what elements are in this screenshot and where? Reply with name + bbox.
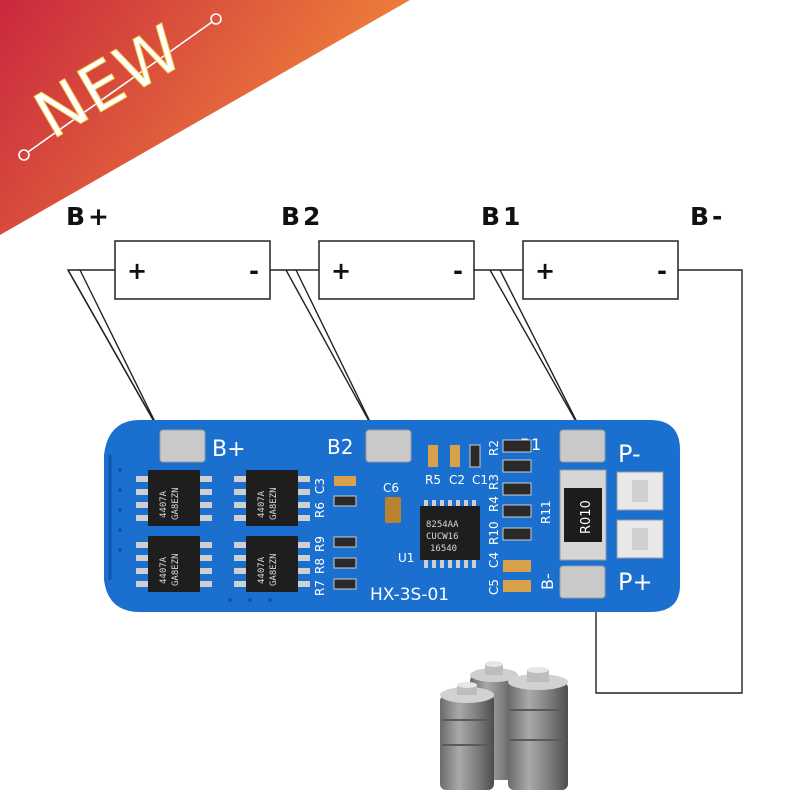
cell-1-plus: +	[127, 257, 147, 285]
protection-ic: 8254AA CUCW16 16540	[420, 500, 480, 568]
cell-3-plus: +	[535, 257, 555, 285]
silk-p-minus: P-	[618, 440, 641, 468]
wire-b-minus	[595, 269, 743, 694]
pad-b1	[559, 429, 606, 463]
pad-b-plus	[159, 429, 206, 463]
cell-1-minus: -	[249, 257, 259, 285]
node-label-b-plus: B+	[66, 202, 112, 231]
silk-b-plus: B+	[212, 437, 246, 462]
wire-b2-down	[285, 269, 376, 433]
mosfet-1	[148, 470, 200, 526]
mosfet-4-line1: 4407A	[257, 556, 267, 584]
mosfet-1-line2: GA8EZN	[171, 487, 181, 520]
smd-parts	[333, 439, 532, 592]
ref-c5: C5	[487, 579, 501, 595]
wire-b-plus-left	[79, 269, 161, 433]
ref-r4: R4	[487, 496, 501, 512]
ref-r8: R8	[313, 558, 327, 574]
wire-b2-diag	[295, 269, 376, 433]
board-vias	[118, 468, 272, 602]
cell-3-minus: -	[657, 257, 667, 285]
ref-u1: U1	[398, 551, 414, 565]
ref-r9: R9	[313, 536, 327, 552]
wiring	[66, 269, 743, 694]
ref-c1: C1	[472, 473, 488, 487]
battery-cell-3: + -	[522, 240, 679, 300]
silk-p-plus: P+	[618, 568, 653, 596]
ic-line-3: 16540	[430, 544, 457, 554]
pad-b2	[365, 429, 412, 463]
ic-line-1: 8254AA	[426, 520, 459, 530]
ic-line-2: CUCW16	[426, 532, 459, 542]
battery-stack-icon	[440, 661, 568, 790]
node-label-b2: B2	[281, 202, 323, 231]
shunt-resistor: R010	[559, 469, 607, 561]
wire-b-plus-inner	[67, 269, 161, 433]
bms-board: B+ B2 B1 B- P- P+ HX-3S-01 4407A	[104, 420, 680, 612]
battery-cell-1: + -	[114, 240, 271, 300]
cell-2-minus: -	[453, 257, 463, 285]
ref-r6: R6	[313, 502, 327, 518]
ref-r3: R3	[487, 474, 501, 490]
node-label-b-minus: B-	[690, 202, 725, 231]
ref-c3: C3	[313, 478, 327, 494]
mosfet-3-line1: 4407A	[159, 556, 169, 584]
silk-b2: B2	[327, 435, 353, 459]
silk-model: HX-3S-01	[370, 585, 449, 605]
wire-b1-down	[489, 269, 583, 433]
silk-b-minus: B-	[538, 573, 557, 590]
mosfet-2	[246, 470, 298, 526]
ref-r5: R5	[425, 473, 441, 487]
mosfet-4-line2: GA8EZN	[269, 553, 279, 586]
mosfet-2-line2: GA8EZN	[269, 487, 279, 520]
ref-r7: R7	[313, 580, 327, 596]
mosfet-chips: 4407A GA8EZN 4407A GA8EZN 4407A GA8EZN 4…	[136, 470, 310, 592]
battery-cell-2: + -	[318, 240, 475, 300]
shunt-label: R010	[579, 500, 594, 534]
mosfet-1-line1: 4407A	[159, 490, 169, 518]
ref-c6: C6	[383, 481, 399, 495]
cell-2-plus: +	[331, 257, 351, 285]
ref-c2: C2	[449, 473, 465, 487]
ref-r2: R2	[487, 440, 501, 456]
pad-b-minus	[559, 565, 606, 599]
mosfet-2-line1: 4407A	[257, 490, 267, 518]
node-label-b1: B1	[481, 202, 523, 231]
ref-c4: C4	[487, 552, 501, 568]
wire-b1-diag	[499, 269, 583, 433]
ref-r10: R10	[487, 521, 501, 545]
mosfet-3-line2: GA8EZN	[171, 553, 181, 586]
mosfet-4	[246, 536, 298, 592]
ref-r11: R11	[539, 500, 553, 524]
mosfet-3	[148, 536, 200, 592]
new-ribbon: NEW	[0, 0, 410, 235]
